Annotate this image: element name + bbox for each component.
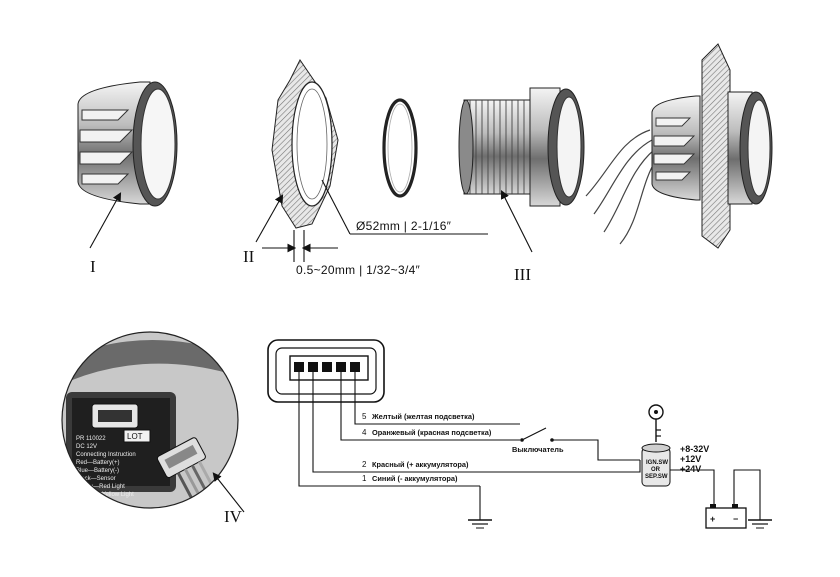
callout-part-1: I [90, 257, 96, 276]
o-ring-drawing [382, 98, 418, 198]
threaded-body-drawing: III [458, 87, 585, 284]
label-line-4: Red—Battery(+) [76, 460, 120, 466]
label-line-3: Connecting Instruction [76, 452, 136, 458]
wire-4-number: 4 [362, 428, 367, 437]
label-line-2: DC 12V [76, 444, 97, 450]
panel-thickness-label: 0.5~20mm | 1/32~3/4″ [296, 263, 421, 277]
wire-2-label: Красный (+ аккумулятора) [372, 460, 469, 469]
hole-diameter-label: Ø52mm | 2-1/16″ [356, 219, 452, 233]
wire-2-number: 2 [362, 460, 367, 469]
voltage-1: +8-32V [680, 444, 709, 454]
connector-photo: PR 110022 DC 12V Connecting Instruction … [61, 331, 245, 526]
callout-part-3: III [514, 265, 531, 284]
wire-5-label: Желтый (желтая подсветка) [371, 412, 475, 421]
switch-label: Выключатель [512, 445, 564, 454]
callout-part-4: IV [224, 507, 243, 526]
mounting-flange-drawing: II Ø52mm | 2-1/16″ 0.5~20mm | 1/32~3/4″ [243, 59, 488, 277]
voltage-2: +12V [680, 454, 701, 464]
battery-minus: − [733, 514, 738, 524]
key-icon [648, 404, 664, 442]
voltage-3: +24V [680, 464, 701, 474]
label-line-7: Yellow—Red Light [76, 484, 125, 490]
ign-sw-line-3: SEP.SW [645, 474, 668, 480]
ground-symbol-left [468, 519, 492, 529]
ribbed-nut-drawing: I [77, 81, 178, 276]
ign-sw-line-1: IGN.SW [646, 460, 668, 466]
label-line-6: Black—Sensor [76, 476, 116, 482]
wire-5-number: 5 [362, 412, 367, 421]
callout-part-2: II [243, 247, 255, 266]
battery-icon: + − [705, 504, 747, 529]
wire-1-label: Синий (- аккумулятора) [372, 474, 458, 483]
wiring-diagram: Выключатель IGN.SW OR SEP.SW +8-32V +12V… [267, 339, 772, 529]
ignition-switch: IGN.SW OR SEP.SW [641, 443, 671, 487]
lot-tag: LOT [127, 432, 143, 441]
wire-1-number: 1 [362, 474, 367, 483]
assembled-gauge-drawing [585, 43, 773, 249]
wire-4-label: Оранжевый (красная подсветка) [372, 428, 492, 437]
label-line-5: Blue—Battery(-) [76, 468, 119, 474]
battery-plus: + [710, 514, 715, 524]
ign-sw-line-2: OR [651, 467, 661, 473]
ground-symbol-right [748, 519, 772, 529]
label-line-1: PR 110022 [76, 436, 106, 442]
